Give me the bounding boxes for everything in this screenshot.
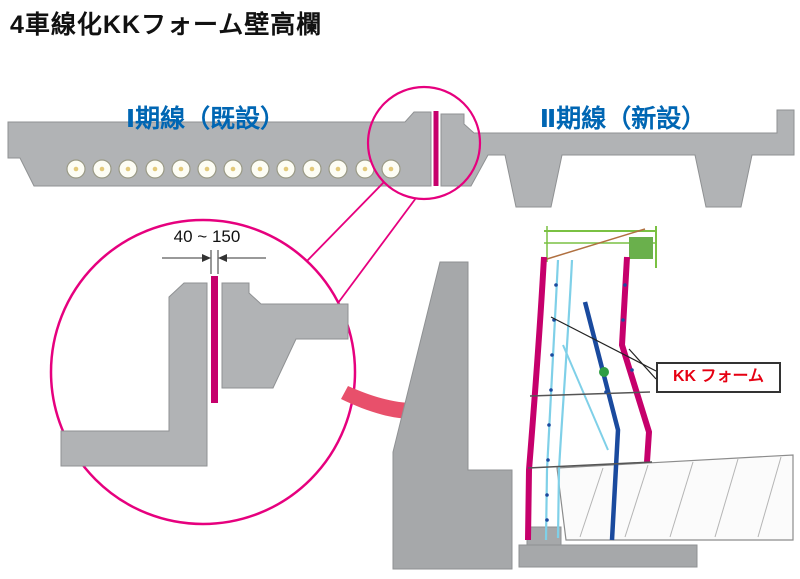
callout-leader-1	[304, 181, 385, 264]
form-top-bracket	[544, 226, 657, 268]
phase1-label: Ⅰ期線（既設）	[125, 105, 286, 133]
form-walers	[527, 391, 653, 469]
joint-strip-magnified	[211, 276, 218, 403]
dimension-lines	[162, 250, 266, 274]
kk-form-detail	[392, 226, 794, 570]
magnifier-circle	[49, 218, 357, 526]
joint-strip-overview	[433, 111, 439, 186]
green-indicator-dot	[599, 367, 609, 377]
phase2-concrete-outline	[440, 109, 795, 208]
callout-circle-small	[366, 85, 482, 201]
bracket-green-block	[629, 237, 653, 259]
page-title: 4車線化KKフォーム壁高欄	[10, 11, 323, 39]
kk-form-panel-right	[618, 256, 653, 463]
magnified-new-deck-edge	[221, 282, 349, 389]
detail-callout-circle	[304, 85, 482, 304]
magnified-existing-parapet	[60, 282, 208, 467]
detail-bottom-band	[518, 544, 698, 568]
detail-bottom-block	[526, 526, 562, 546]
detail-existing-concrete	[392, 261, 513, 570]
kk-form-panel-left	[525, 256, 547, 541]
slab-hatching	[579, 456, 782, 538]
detail-new-slab	[556, 454, 794, 541]
void-circle-dots	[73, 166, 394, 172]
kk-label-leader-lines	[550, 316, 657, 380]
phase1-concrete-outline	[7, 111, 432, 187]
dimension-arrowhead-left	[202, 254, 211, 262]
dimension-label: 40 ~ 150	[173, 227, 241, 246]
kk-form-label: KK フォーム	[656, 362, 781, 393]
phase2-girder-section	[440, 109, 795, 208]
form-bolt-dots	[545, 283, 634, 522]
phase2-label: Ⅱ期線（新設）	[539, 105, 707, 133]
dimension-arrowhead-right	[218, 254, 227, 262]
phase1-girder-section	[7, 111, 432, 187]
callout-leader-2	[337, 197, 417, 304]
bracket-brown-rail	[546, 228, 646, 260]
